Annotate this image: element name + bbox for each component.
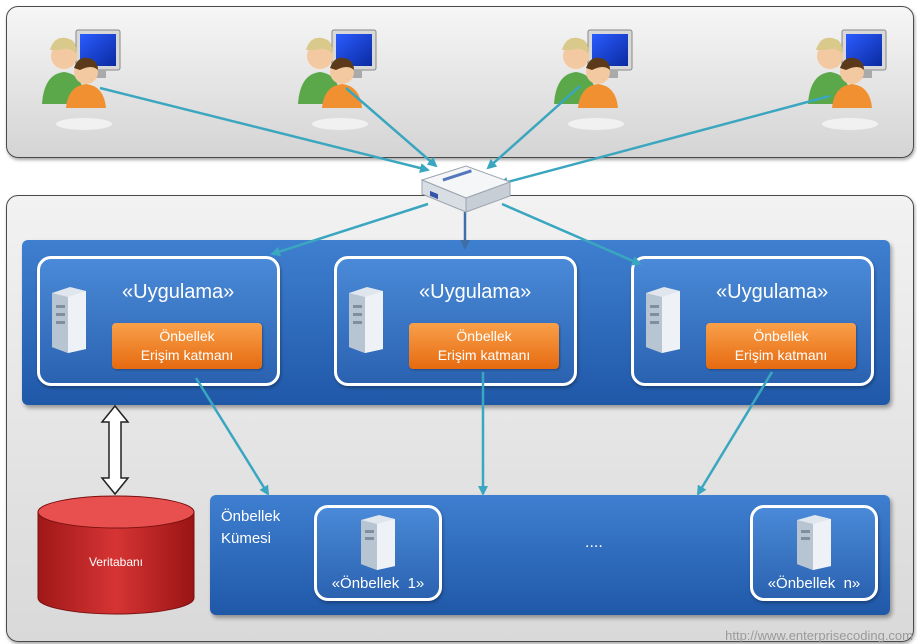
database-icon: [37, 495, 195, 615]
footer-url[interactable]: http://www.enterprisecoding.com: [725, 628, 913, 643]
cache-cluster-label-line2: Kümesi: [221, 530, 272, 547]
client-arrow: [486, 85, 581, 170]
application-title: «Uygulama»: [122, 281, 235, 303]
cache-cluster-label-line1: Önbellek: [221, 508, 281, 525]
server-icon: [361, 515, 395, 570]
user-computer-icon: [808, 29, 887, 130]
balancer-arrow: [270, 202, 429, 257]
cache-access-layer-line1: Önbellek: [159, 328, 215, 344]
client-arrow: [345, 87, 438, 168]
cache-node-label: «Önbellek n»: [767, 575, 861, 592]
ellipsis: ....: [585, 534, 603, 551]
balancer-arrow: [501, 202, 642, 266]
cache-node-label: «Önbellek 1»: [331, 575, 425, 592]
double-arrow-icon: [100, 404, 130, 496]
cache-access-layer: Önbellek Erişim katmanı: [706, 323, 856, 369]
server-icon: [52, 287, 86, 353]
application-title: «Uygulama»: [716, 281, 829, 303]
cache-access-layer-line1: Önbellek: [456, 328, 512, 344]
cache-arrow: [696, 371, 774, 496]
cache-cluster-label: Önbellek Kümesi: [221, 506, 301, 550]
server-icon: [797, 515, 831, 570]
application-node-1: «Uygulama» Önbellek Erişim katmanı: [37, 256, 280, 386]
cache-access-layer-line2: Erişim katmanı: [437, 347, 531, 363]
cache-arrow: [194, 377, 270, 496]
user-computer-icon: [298, 29, 377, 130]
cache-node-n: «Önbellek n»: [750, 505, 878, 601]
application-node-2: «Uygulama» Önbellek Erişim katmanı: [334, 256, 577, 386]
cache-access-layer-line2: Erişim katmanı: [734, 347, 828, 363]
server-icon: [349, 287, 383, 353]
cache-access-layer: Önbellek Erişim katmanı: [409, 323, 559, 369]
cache-node-1: «Önbellek 1»: [314, 505, 442, 601]
database-label: Veritabanı: [88, 555, 144, 569]
server-icon: [646, 287, 680, 353]
cache-access-layer-line2: Erişim katmanı: [140, 347, 234, 363]
client-arrow: [99, 86, 430, 173]
cache-access-layer-line1: Önbellek: [753, 328, 809, 344]
application-node-3: «Uygulama» Önbellek Erişim katmanı: [631, 256, 874, 386]
client-arrow: [498, 94, 831, 187]
clients-panel: [6, 6, 914, 158]
application-title: «Uygulama»: [419, 281, 532, 303]
load-balancer-icon: [420, 165, 512, 213]
cache-access-layer: Önbellek Erişim katmanı: [112, 323, 262, 369]
user-computer-icon: [42, 29, 121, 130]
